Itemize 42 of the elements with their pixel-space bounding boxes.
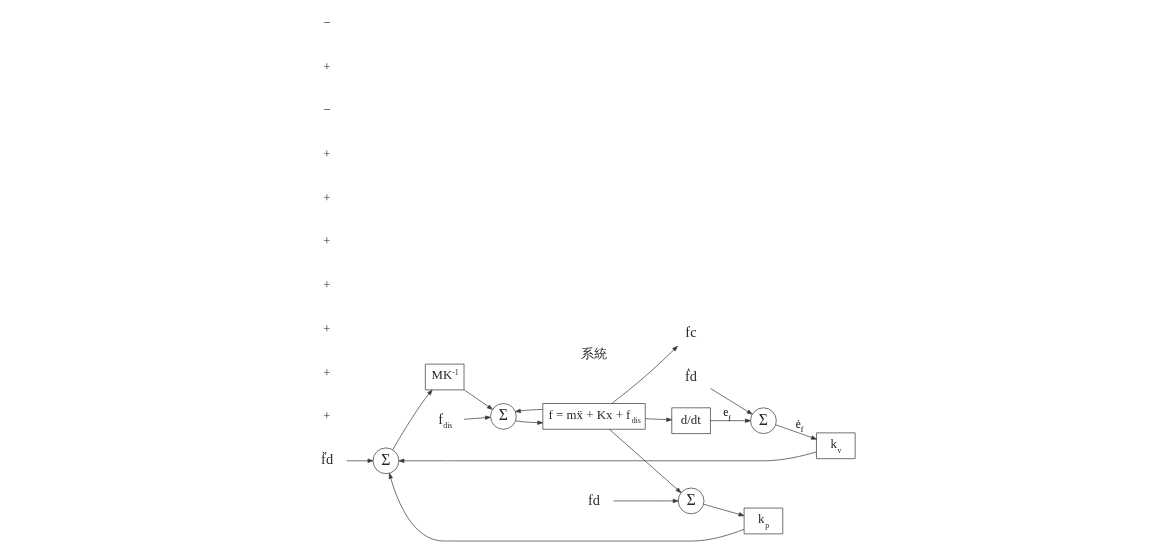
label: + [322,278,331,293]
arrow [463,415,491,420]
arrow [608,429,681,493]
arrow [611,345,678,404]
arrow [709,418,751,423]
arrow [644,417,672,422]
node-circle: Σ [372,447,399,475]
arrow [388,473,744,542]
arrow [463,389,493,410]
arrow [398,451,817,463]
node-text: fc [684,323,696,340]
arrow [703,503,744,517]
node-box: MK$^{-1}$ [424,363,464,391]
arrow [392,389,433,451]
node-box: f = mẍ + Kx + f$_{dis}$ [541,403,646,430]
label: + [322,409,331,424]
node-circle: Σ [489,403,517,430]
arrow [514,420,543,425]
label: + [322,59,331,74]
node-label: 系統 [580,346,607,361]
node-box: k$_{v}$ [815,432,855,460]
arrow [345,458,373,463]
label: + [322,365,331,380]
label: + [322,234,331,249]
node-text: ḟd [684,367,697,384]
node-text: fd [587,491,600,508]
node-text: f$_{dis}$ [437,410,452,431]
label: + [322,147,331,162]
label: − [322,16,331,31]
label: + [322,190,331,205]
node-box: d/dt [670,407,711,434]
node-box: k$_{p}$ [743,507,783,535]
edge-label: ė$_{f}$ [795,417,803,435]
arrow [709,388,752,415]
node-circle: Σ [749,407,777,434]
arrow [775,424,817,440]
arrow [612,498,678,504]
node-text: f̈d [320,451,333,468]
edge-label: e$_{f}$ [722,406,731,423]
arrow [514,408,543,413]
label: − [322,103,331,118]
label: + [322,321,331,336]
